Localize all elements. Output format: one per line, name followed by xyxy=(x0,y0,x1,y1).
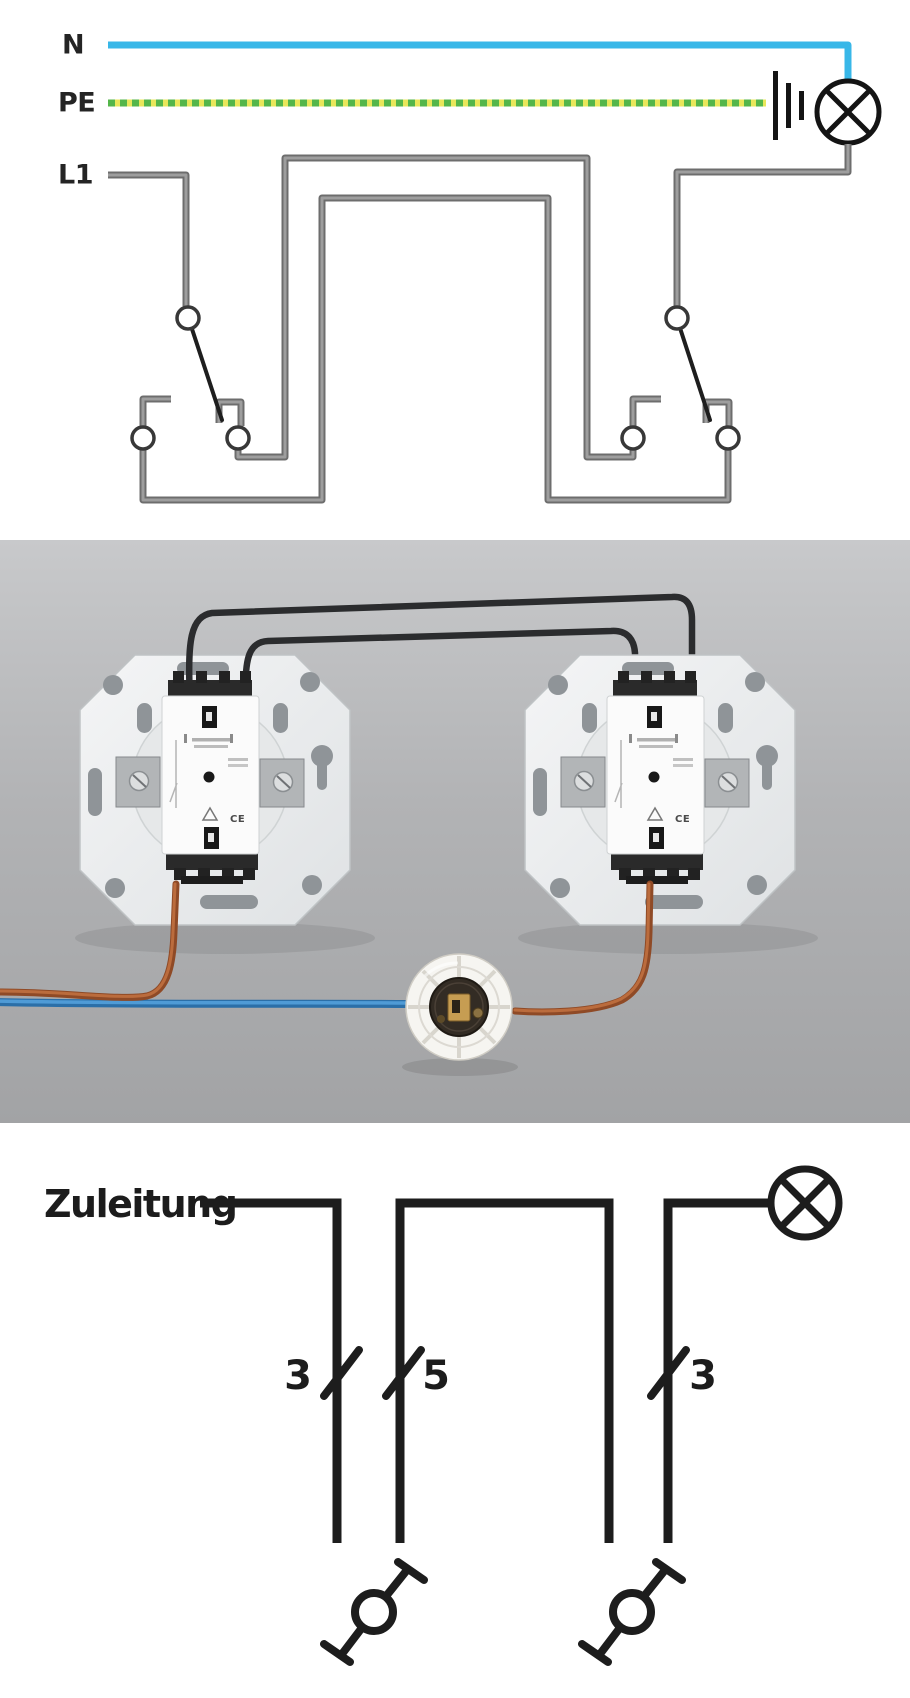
left-switch-insert: CE xyxy=(79,593,696,926)
conductor-count-right: 3 xyxy=(647,1346,717,1400)
ce-mark: CE xyxy=(230,814,245,825)
right-switch-symbol xyxy=(620,305,741,451)
n-wire xyxy=(108,41,852,81)
top-schematic: N PE L1 xyxy=(58,30,882,504)
pe-label: PE xyxy=(58,88,95,119)
claw-right xyxy=(704,758,750,808)
switch-mechanism: CE xyxy=(606,671,705,884)
blue-neutral-wire xyxy=(0,998,411,1008)
right-switch-correspondent-1 xyxy=(620,425,646,451)
switch-mechanism: CE xyxy=(161,671,260,884)
l1-wire xyxy=(108,171,190,306)
count-3-left: 3 xyxy=(284,1353,312,1399)
earth-symbol xyxy=(773,71,804,140)
right-switch-correspondent-2 xyxy=(715,425,741,451)
black-wire-upper xyxy=(185,593,696,702)
n-label: N xyxy=(62,30,84,61)
conductor-count-middle: 5 xyxy=(382,1346,450,1400)
l1-label: L1 xyxy=(58,160,93,191)
warning-triangle-icon xyxy=(646,806,664,821)
left-switch-correspondent-1 xyxy=(130,425,156,451)
switched-line-wire xyxy=(673,144,852,306)
left-switch-correspondent-2 xyxy=(225,425,251,451)
brown-wire-right xyxy=(511,880,654,1016)
left-switch-common-terminal xyxy=(175,305,201,331)
lamp-icon xyxy=(767,1165,843,1241)
brown-wire-left xyxy=(0,880,180,1001)
supply-cable-run xyxy=(200,1198,342,1543)
conductor-count-left: 3 xyxy=(284,1346,363,1400)
right-switch-insert: CE xyxy=(524,654,796,926)
installation-photo: CE xyxy=(0,540,910,1123)
lamp-socket xyxy=(405,953,513,1061)
claw-right xyxy=(259,758,305,808)
count-3-right: 3 xyxy=(689,1353,717,1399)
correspondent-wire-outer xyxy=(234,154,637,461)
frame-holes xyxy=(533,662,778,909)
ce-mark: CE xyxy=(675,814,690,825)
lamp-cable-run xyxy=(663,1198,771,1543)
lamp-icon xyxy=(814,78,882,146)
right-switch-common-terminal xyxy=(664,305,690,331)
left-switch-symbol xyxy=(130,305,251,451)
correspondent-wire-inner xyxy=(139,194,732,504)
claw-left xyxy=(560,756,606,808)
switch-symbol-2 xyxy=(578,1558,686,1666)
bottom-schematic: Zuleitung 3 5 3 xyxy=(44,1165,843,1666)
switch-symbol-1 xyxy=(320,1558,428,1666)
frame-holes xyxy=(88,662,333,909)
warning-triangle-icon xyxy=(201,806,219,821)
black-wire-lower xyxy=(242,627,639,702)
claw-left xyxy=(115,756,161,808)
count-5: 5 xyxy=(422,1353,450,1399)
